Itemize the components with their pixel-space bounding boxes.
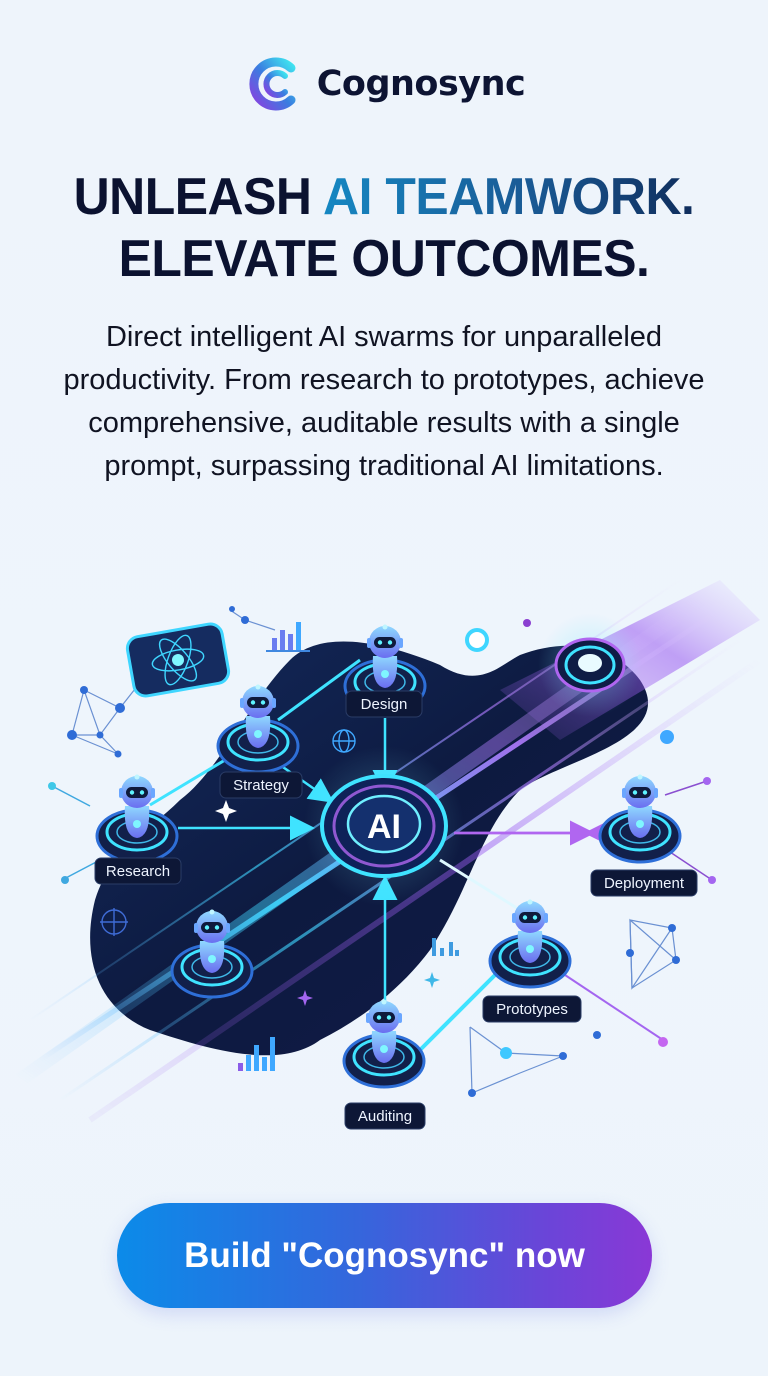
node-label-design: Design <box>345 690 423 718</box>
svg-text:Auditing: Auditing <box>358 1108 412 1125</box>
svg-text:Strategy: Strategy <box>233 777 289 794</box>
brand-name: Cognosync <box>316 64 526 104</box>
headline-line2: ELEVATE OUTCOMES. <box>118 230 650 288</box>
svg-text:Research: Research <box>106 863 170 880</box>
prototypes-robot-icon <box>488 898 572 989</box>
subtext: Direct intelligent AI swarms for unparal… <box>63 321 705 482</box>
bar-chart-icon <box>266 622 310 652</box>
deployment-robot-icon <box>598 773 682 864</box>
svg-text:Deployment: Deployment <box>604 875 685 892</box>
headline: UNLEASH AI TEAMWORK. ELEVATE OUTCOMES. <box>15 166 752 290</box>
research-robot-icon <box>95 773 179 864</box>
glowing-orb <box>538 613 642 717</box>
globe-icon <box>332 729 356 753</box>
svg-text:Design: Design <box>361 696 408 713</box>
sparkle-purple-icon <box>297 990 313 1006</box>
node-label-research: Research <box>94 857 182 885</box>
sparkle-cyan-icon <box>424 972 440 988</box>
bar-chart-icon-2 <box>238 1037 275 1071</box>
bar-chart-icon-3 <box>432 938 459 956</box>
double-c-logo-icon <box>249 57 296 111</box>
sparkle-icon <box>215 800 237 822</box>
node-label-prototypes: Prototypes <box>482 995 582 1023</box>
small-orb <box>465 628 489 652</box>
node-label-strategy: Strategy <box>219 771 303 799</box>
node-label-deployment: Deployment <box>590 869 698 897</box>
brand-header: Cognosync <box>0 54 768 114</box>
build-cognosync-button[interactable]: Build "Cognosync" now <box>117 1203 652 1308</box>
target-icon <box>100 908 128 936</box>
network-mesh-right <box>469 918 677 1094</box>
ai-swarm-illustration: AI Design Strategy Research Deployment P… <box>15 579 762 1130</box>
atom-chip-icon <box>125 622 231 698</box>
node-label-auditing: Auditing <box>344 1102 426 1130</box>
ai-hub-label: AI <box>367 808 401 846</box>
svg-text:Prototypes: Prototypes <box>496 1001 568 1018</box>
headline-line1-prefix: UNLEASH <box>73 168 324 226</box>
ai-hub: AI <box>304 746 464 906</box>
headline-accent: AI TEAMWORK. <box>323 168 695 226</box>
